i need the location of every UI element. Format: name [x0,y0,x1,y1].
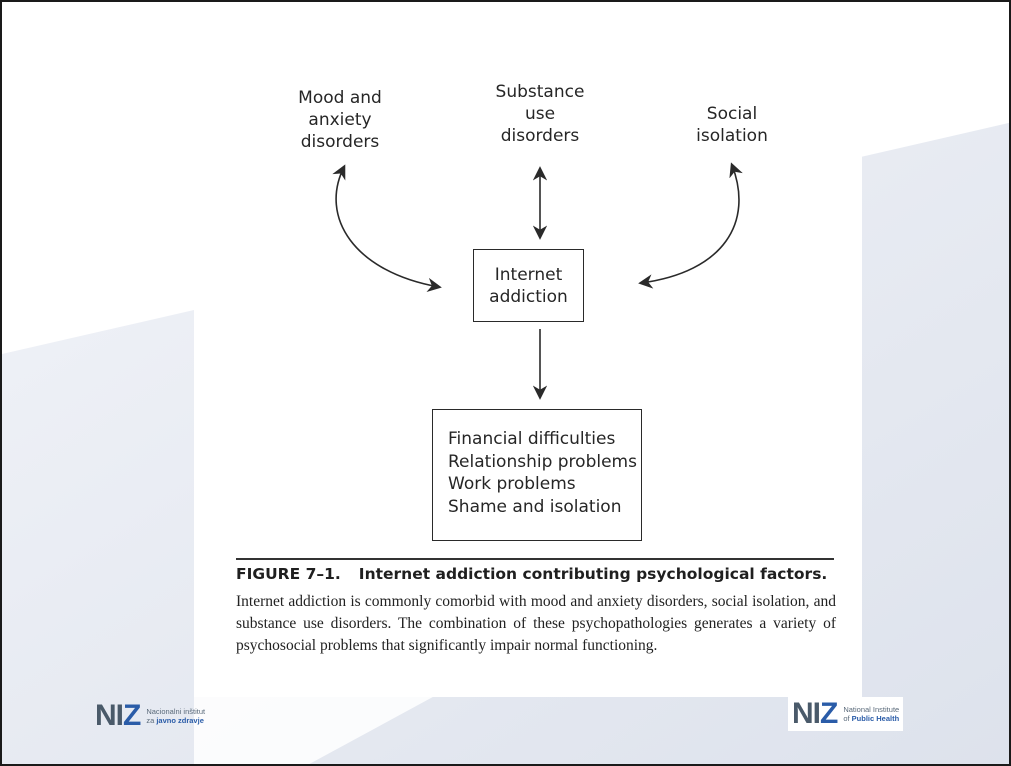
figure-caption-body: Internet addiction is commonly comorbid … [236,593,836,654]
outcome-item: Shame and isolation [448,496,622,517]
node-internet-addiction: Internet addiction [473,249,584,322]
figure-number: FIGURE 7–1. [236,565,341,583]
node-mood-anxiety: Mood and anxiety disorders [298,88,382,152]
node-social-isolation: Social isolation [696,104,768,146]
outcome-item: Work problems [448,474,576,494]
outcomes-box: Financial difficulties Relationship prob… [432,409,642,541]
edge-mood-center [332,164,442,293]
figure-caption-title: FIGURE 7–1. Internet addiction contributi… [236,565,827,583]
node-substance-use: Substance use disorders [495,82,585,146]
figure-panel: Mood and anxiety disorders Substance use… [194,47,862,697]
outcome-item: Financial difficulties [448,429,616,449]
logo-text: Nacionalni inštitut za javno zdravje [146,707,206,725]
logo-text: National Institute of Public Health [843,705,900,723]
diagram-arrows [332,162,743,400]
caption-rule [236,558,834,560]
edge-social-center [638,162,743,289]
logo-mark: NIZ [95,699,141,732]
logo-nijz-left: NIZ Nacionalni inštitut za javno zdravje [95,701,205,731]
outcome-item: Relationship problems [448,451,637,472]
figure-title: Internet addiction contributing psycholo… [358,565,828,583]
logo-nijz-right: NIZ National Institute of Public Health [788,697,904,731]
logo-mark: NIZ [792,697,838,730]
